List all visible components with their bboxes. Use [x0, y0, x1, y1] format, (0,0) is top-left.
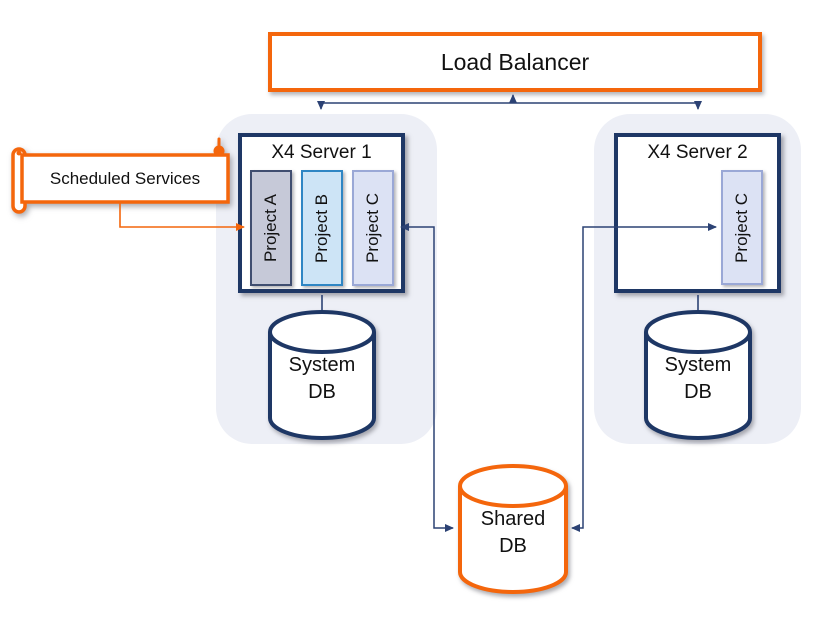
- server1-project-a-box: Project A: [250, 170, 292, 286]
- shared-db-line2: DB: [499, 535, 527, 557]
- scroll-curl-knob: [213, 145, 225, 157]
- database-cylinder-icon: [458, 464, 568, 594]
- system-db2-label: System DB: [642, 352, 754, 406]
- system-db1-label: System DB: [266, 352, 378, 406]
- server1-project-a-label: Project A: [261, 193, 280, 263]
- server2-project-c-box: Project C: [721, 170, 763, 285]
- server1-title: X4 Server 1: [271, 142, 372, 163]
- scheduled-services-scroll: Scheduled Services: [8, 135, 238, 220]
- system-db2-cylinder: System DB: [642, 308, 754, 442]
- system-db1-line1: System: [288, 354, 356, 376]
- cylinder-top: [644, 310, 752, 354]
- cylinder-top: [268, 310, 376, 354]
- scroll-body: [20, 153, 230, 204]
- shared-db-line1: Shared: [480, 508, 546, 530]
- server1-project-b-box: Project B: [301, 170, 343, 286]
- system-db2-line1: System: [664, 354, 732, 376]
- shared-db-label: Shared DB: [456, 506, 570, 560]
- scheduled-services-label: Scheduled Services: [49, 168, 201, 188]
- cylinder-body: [458, 486, 568, 594]
- system-db1-cylinder: System DB: [266, 308, 378, 442]
- load-balancer-label: Load Balancer: [440, 48, 590, 75]
- system-db2-line2: DB: [684, 381, 712, 403]
- scroll-shape-icon: [11, 137, 230, 214]
- cylinder-body: [268, 332, 376, 440]
- system-db1-line2: DB: [308, 381, 336, 403]
- server2-project-c-label: Project C: [732, 192, 751, 263]
- server1-project-b-label: Project B: [312, 193, 331, 263]
- server2-box: X4 Server 2 Project C: [614, 133, 781, 293]
- server1-project-c-box: Project C: [352, 170, 394, 286]
- server2-title: X4 Server 2: [647, 142, 748, 163]
- server1-project-c-label: Project C: [363, 193, 382, 263]
- load-balancer-box: Load Balancer: [268, 32, 762, 92]
- cylinder-top: [458, 464, 568, 508]
- shared-db-cylinder: Shared DB: [456, 462, 570, 596]
- scroll-roll-knob: [16, 150, 22, 156]
- server1-box: X4 Server 1 Project A Project B Project …: [238, 133, 405, 293]
- database-cylinder-icon: [268, 310, 376, 440]
